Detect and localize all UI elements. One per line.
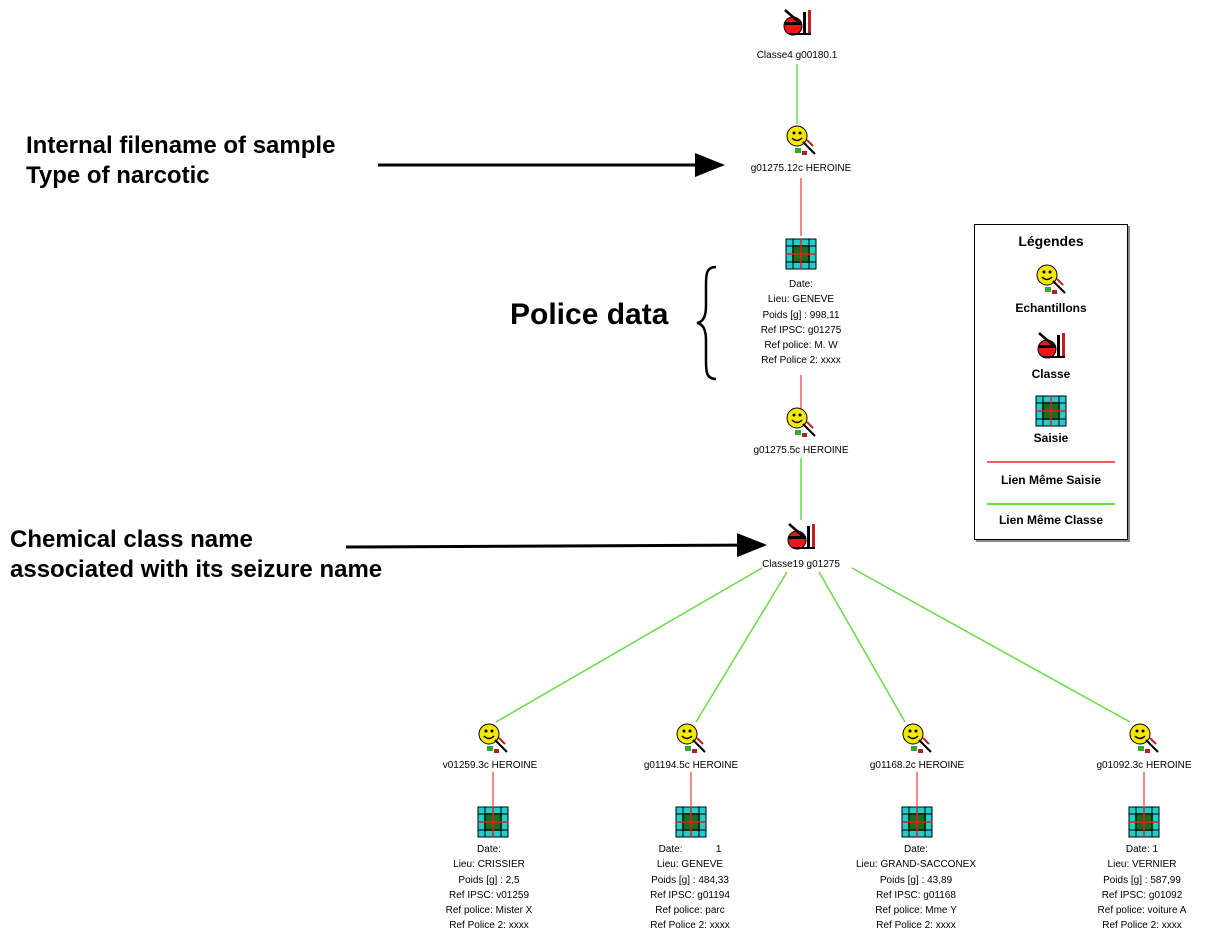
legend-panel: Légendes Echantillons Classe Saisie Lien… [974,224,1128,540]
edge-class19-branch1 [495,567,763,723]
sample-icon[interactable] [477,722,509,754]
seizure-ref-ipsc: Ref IPSC: v01259 [448,889,530,901]
seizure-poids: Poids [g] : 587,99 [1103,874,1181,886]
seizure-icon[interactable] [477,806,509,838]
seizure-date: Date: 1 [658,844,722,855]
branch-seizure-info: Date: 1 Lieu: GENEVE Poids [g] : 484,33 … [650,842,730,934]
legend-line-saisie [987,461,1115,463]
annotation-sample: Internal filename of sample Type of narc… [26,131,335,191]
seizure-ref-police: Ref police: M. W [764,340,838,352]
class-label-top: Classe4 g00180.1 [756,50,838,61]
seizure-ref-police2: Ref Police 2: xxxx [761,355,841,367]
police-brace [696,265,717,381]
legend-lien-saisie: Lien Même Saisie [1000,473,1102,487]
seizure-ref-police: Ref police: Mister X [445,905,533,917]
seizure-ref-police: Ref police: Mme Y [875,905,957,917]
sample-icon[interactable] [675,722,707,754]
sample-label-1: g01275.12c HEROINE [750,163,852,174]
sample-icon [1036,264,1066,294]
seizure-icon [1035,395,1067,427]
edge-class19-branch2 [695,571,788,723]
annotation-sample-line2: Type of narcotic [26,162,210,189]
annotation-police: Police data [510,298,669,331]
sample-icon[interactable] [1128,722,1160,754]
branch-sample-label: g01092.3c HEROINE [1096,760,1192,771]
seizure-date: Date: 1 [1125,844,1159,855]
class-icon [1037,332,1065,359]
annotation-class-line1: Chemical class name [10,526,253,553]
arrow-to-class [345,533,767,558]
seizure-poids: Poids [g] : 2,5 [458,874,520,886]
legend-lien-classe: Lien Même Classe [998,513,1104,527]
legend-title: Légendes [1018,233,1084,249]
seizure-ref-police: Ref police: parc [655,905,725,917]
seizure-date: Date: [904,844,928,855]
branch-sample-label: g01194.5c HEROINE [643,760,739,771]
seizure-lieu: Lieu: CRISSIER [453,859,525,871]
branch-sample-label: g01168.2c HEROINE [869,760,965,771]
branch-seizure-info: Date: Lieu: GRAND-SACCONEX Poids [g] : 4… [856,842,976,934]
class-icon[interactable] [785,520,817,552]
seizure-ref-police2: Ref Police 2: xxxx [1102,920,1182,932]
sample-icon[interactable] [901,722,933,754]
seizure-ref-ipsc: Ref IPSC: g01168 [876,889,956,901]
seizure-date: Date: [477,844,501,855]
sample-label-2: g01275.5c HEROINE [753,445,849,456]
legend-classe: Classe [1031,367,1071,381]
sample-icon[interactable] [785,406,817,438]
annotation-sample-line1: Internal filename of sample [26,132,336,159]
seizure-poids: Poids [g] : 43,89 [879,874,953,886]
legend-echantillons: Echantillons [1015,301,1087,315]
branch-seizure-info: Date: Lieu: CRISSIER Poids [g] : 2,5 Ref… [446,842,533,934]
seizure-ref-ipsc: Ref IPSC: g01092 [1101,889,1183,901]
seizure-icon[interactable] [675,806,707,838]
seizure-ref-ipsc: Ref IPSC: g01194 [650,889,730,901]
edge-class19-branch4 [851,567,1131,723]
seizure-poids: Poids [g] : 484,33 [651,874,729,886]
seizure-lieu: Lieu: GENEVE [767,294,835,306]
edge-class19-branch3 [818,571,906,723]
seizure-lieu: Lieu: GRAND-SACCONEX [855,859,977,871]
sample-icon[interactable] [785,124,817,156]
seizure-icon[interactable] [785,238,817,270]
seizure-ref-police: Ref police: voiture A [1097,905,1187,917]
class-icon[interactable] [781,6,813,38]
seizure-info-main: Date: Lieu: GENEVE Poids [g] : 998,11 Re… [761,277,842,369]
seizure-ref-police2: Ref Police 2: xxxx [650,920,730,932]
annotation-class: Chemical class name associated with its … [10,525,382,585]
annotation-class-line2: associated with its seizure name [10,556,383,583]
seizure-ref-ipsc: Ref IPSC: g01275 [760,324,842,336]
seizure-lieu: Lieu: VERNIER [1107,859,1177,871]
legend-line-classe [987,503,1115,505]
legend-saisie: Saisie [1033,431,1069,445]
branch-seizure-info: Date: 1 Lieu: VERNIER Poids [g] : 587,99… [1098,842,1187,934]
seizure-poids: Poids [g] : 998,11 [762,309,840,321]
seizure-icon[interactable] [1128,806,1160,838]
seizure-date: Date: [789,279,813,290]
branch-sample-label: v01259.3c HEROINE [442,760,538,771]
seizure-lieu: Lieu: GENEVE [656,859,724,871]
class-label-19: Classe19 g01275 [762,559,840,570]
seizure-ref-police2: Ref Police 2: xxxx [876,920,956,932]
seizure-ref-police2: Ref Police 2: xxxx [449,920,529,932]
seizure-icon[interactable] [901,806,933,838]
